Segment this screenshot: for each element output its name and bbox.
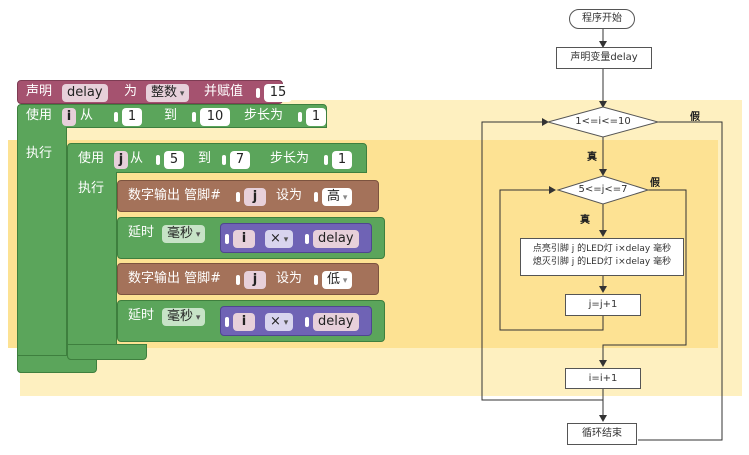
outer-for-spine: 执行 bbox=[17, 127, 67, 373]
outer-for-block[interactable]: 使用 i 从 1 到 10 步长为 1 bbox=[17, 104, 327, 128]
digital-write-high-block[interactable]: 数字输出 管脚# j 设为 高 bbox=[117, 180, 379, 212]
delay-2-operand-b[interactable]: delay bbox=[313, 313, 359, 331]
outer-for-end-input[interactable]: 10 bbox=[200, 108, 230, 126]
flow-true-label-j: 真 bbox=[580, 215, 590, 226]
inner-for-step-input[interactable]: 1 bbox=[332, 151, 352, 169]
delay-1-operand-a[interactable]: i bbox=[233, 230, 255, 248]
cond-i-diamond bbox=[546, 106, 660, 138]
outer-for-exec-label: 执行 bbox=[26, 146, 53, 161]
flow-body-line-2: 熄灭引脚 j 的LED灯 i×delay 毫秒 bbox=[532, 257, 672, 267]
outer-for-start-input[interactable]: 1 bbox=[122, 108, 142, 126]
inner-for-use-label: 使用 bbox=[78, 151, 105, 166]
flow-body-line-1: 点亮引脚 j 的LED灯 i×delay 毫秒 bbox=[532, 244, 672, 254]
digital-write-high-label: 数字输出 管脚# bbox=[128, 188, 222, 203]
inner-for-from-label: 从 bbox=[130, 151, 144, 166]
outer-for-step-label: 步长为 bbox=[244, 108, 284, 123]
delay-2-multiply-block[interactable]: i × delay bbox=[220, 306, 372, 336]
inner-for-spine: 执行 bbox=[67, 172, 117, 360]
declare-var-name[interactable]: delay bbox=[62, 84, 108, 102]
outer-for-step-input[interactable]: 1 bbox=[306, 108, 326, 126]
digital-write-low-level-dropdown[interactable]: 低 bbox=[322, 271, 353, 289]
flow-start-node: 程序开始 bbox=[569, 9, 635, 29]
declare-value-input[interactable]: 15 bbox=[264, 84, 292, 102]
flow-i-increment-node: i=i+1 bbox=[565, 368, 641, 389]
declare-assign-label: 并赋值 bbox=[204, 84, 244, 99]
flow-false-label-j: 假 bbox=[650, 178, 660, 189]
digital-write-low-pin[interactable]: j bbox=[244, 271, 266, 289]
digital-write-high-set-label: 设为 bbox=[276, 188, 303, 203]
flow-end-node: 循环结束 bbox=[567, 423, 637, 445]
delay-block-1[interactable]: 延时 毫秒 i × delay bbox=[117, 217, 385, 259]
delay-1-label: 延时 bbox=[128, 225, 155, 240]
delay-2-label: 延时 bbox=[128, 308, 155, 323]
inner-for-step-label: 步长为 bbox=[270, 151, 310, 166]
outer-for-var[interactable]: i bbox=[62, 108, 76, 126]
digital-write-high-pin[interactable]: j bbox=[244, 188, 266, 206]
declare-variable-block[interactable]: 声明 delay 为 整数 并赋值 15 bbox=[17, 80, 292, 104]
digital-write-low-block[interactable]: 数字输出 管脚# j 设为 低 bbox=[117, 263, 379, 295]
digital-write-low-label: 数字输出 管脚# bbox=[128, 271, 222, 286]
flow-cond-j-text: 5<=j<=7 bbox=[578, 184, 628, 195]
inner-for-block[interactable]: 使用 j 从 5 到 7 步长为 1 bbox=[67, 143, 367, 173]
delay-2-operand-a[interactable]: i bbox=[233, 313, 255, 331]
flow-j-increment-node: j=j+1 bbox=[565, 294, 641, 316]
flow-true-label-i: 真 bbox=[587, 152, 597, 163]
delay-1-operator-dropdown[interactable]: × bbox=[265, 230, 294, 248]
outer-for-from-label: 从 bbox=[80, 108, 94, 123]
delay-block-2[interactable]: 延时 毫秒 i × delay bbox=[117, 300, 385, 342]
flow-body-node: 点亮引脚 j 的LED灯 i×delay 毫秒 熄灭引脚 j 的LED灯 i×d… bbox=[520, 238, 684, 276]
cond-j-diamond bbox=[556, 175, 650, 205]
outer-for-to-label: 到 bbox=[164, 108, 178, 123]
inner-for-footer bbox=[67, 344, 147, 360]
inner-for-to-label: 到 bbox=[198, 151, 212, 166]
outer-for-use-label: 使用 bbox=[26, 108, 53, 123]
delay-2-operator-dropdown[interactable]: × bbox=[265, 313, 294, 331]
digital-write-high-level-dropdown[interactable]: 高 bbox=[322, 188, 353, 206]
digital-write-low-set-label: 设为 bbox=[276, 271, 303, 286]
inner-for-start-input[interactable]: 5 bbox=[164, 151, 184, 169]
inner-for-exec-label: 执行 bbox=[78, 181, 105, 196]
declare-type-dropdown[interactable]: 整数 bbox=[146, 84, 190, 102]
declare-as-label: 为 bbox=[124, 84, 138, 99]
flow-false-label-i: 假 bbox=[690, 112, 700, 123]
declare-label: 声明 bbox=[26, 84, 53, 99]
inner-for-var[interactable]: j bbox=[114, 151, 128, 169]
delay-1-multiply-block[interactable]: i × delay bbox=[220, 223, 372, 253]
delay-2-unit-dropdown[interactable]: 毫秒 bbox=[162, 308, 206, 326]
flow-declare-node: 声明变量delay bbox=[556, 47, 652, 69]
flow-cond-i-text: 1<=i<=10 bbox=[575, 116, 631, 127]
delay-1-operand-b[interactable]: delay bbox=[313, 230, 359, 248]
delay-1-unit-dropdown[interactable]: 毫秒 bbox=[162, 225, 206, 243]
inner-for-end-input[interactable]: 7 bbox=[230, 151, 250, 169]
